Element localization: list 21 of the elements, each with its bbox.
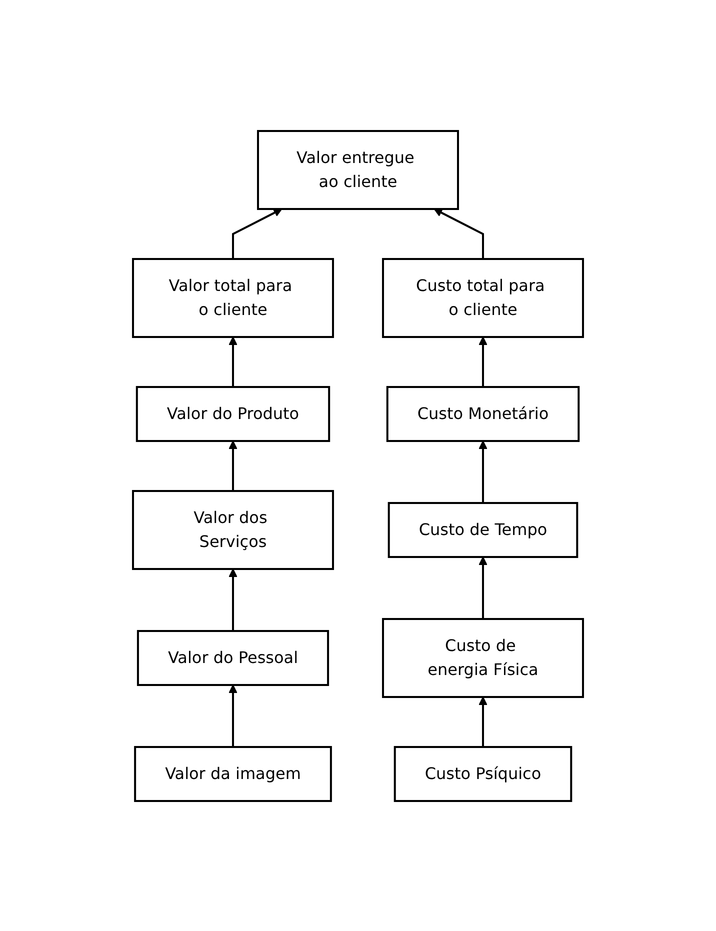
node-box: Custo total para o cliente — [382, 258, 584, 338]
node-box: Valor dos Serviços — [132, 490, 334, 570]
arrow — [478, 556, 488, 618]
arrow — [434, 208, 484, 258]
arrow — [228, 684, 238, 746]
node-box: Valor entregue ao cliente — [257, 130, 459, 210]
arrow — [478, 696, 488, 746]
node-box: Custo de Tempo — [388, 502, 578, 558]
arrow — [232, 208, 282, 258]
arrow — [478, 440, 488, 502]
node-box: Valor do Pessoal — [136, 630, 330, 686]
node-box: Custo de energia Física — [382, 618, 584, 698]
arrow — [478, 336, 488, 386]
node-box: Valor da imagem — [134, 746, 332, 802]
node-box: Valor do Produto — [136, 386, 330, 442]
arrow — [228, 440, 238, 490]
arrow — [228, 336, 238, 386]
arrow — [228, 568, 238, 630]
node-box: Custo Psíquico — [394, 746, 572, 802]
node-box: Custo Monetário — [386, 386, 580, 442]
node-box: Valor total para o cliente — [132, 258, 334, 338]
